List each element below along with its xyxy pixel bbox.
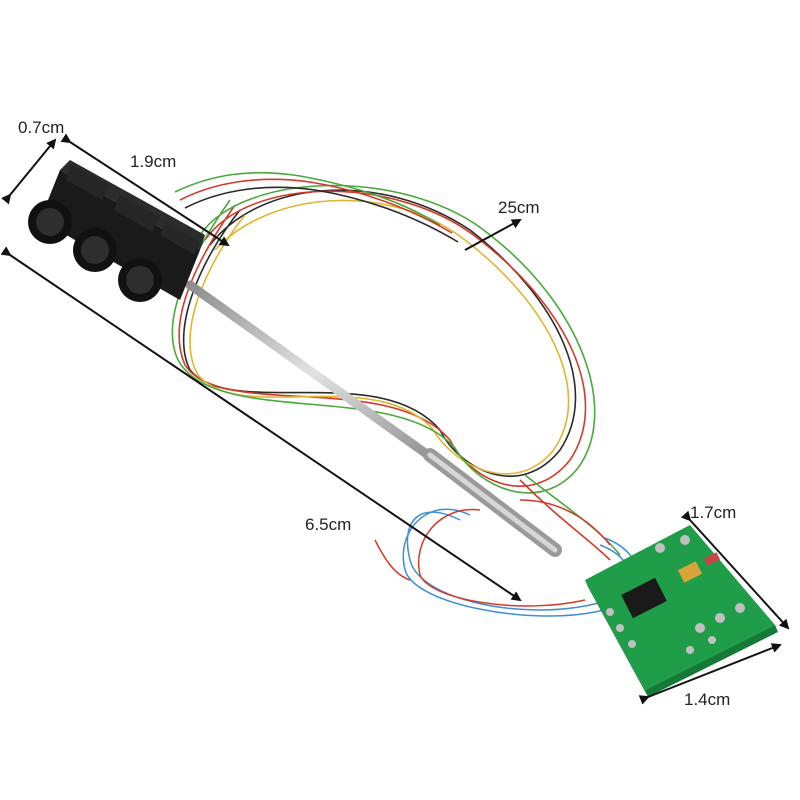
signal-pole xyxy=(185,280,562,557)
head-depth-arrow xyxy=(60,133,230,247)
wire-length-arrow xyxy=(464,219,522,251)
head-depth-label: 1.9cm xyxy=(130,152,177,171)
wire-length-label: 25cm xyxy=(498,198,540,217)
pole-length-arrow xyxy=(0,246,522,602)
board-height-arrow xyxy=(680,510,790,630)
signal-head xyxy=(28,160,205,302)
board-width-label: 1.4cm xyxy=(684,690,731,709)
head-width-label: 0.7cm xyxy=(18,118,65,137)
head-width-arrow xyxy=(1,138,57,205)
pole-length-label: 6.5cm xyxy=(305,515,352,534)
control-board xyxy=(585,525,778,697)
board-height-label: 1.7cm xyxy=(690,503,737,522)
wire-bundle xyxy=(171,171,621,561)
board-width-arrow xyxy=(638,643,782,705)
dimension-arrows xyxy=(0,133,790,705)
